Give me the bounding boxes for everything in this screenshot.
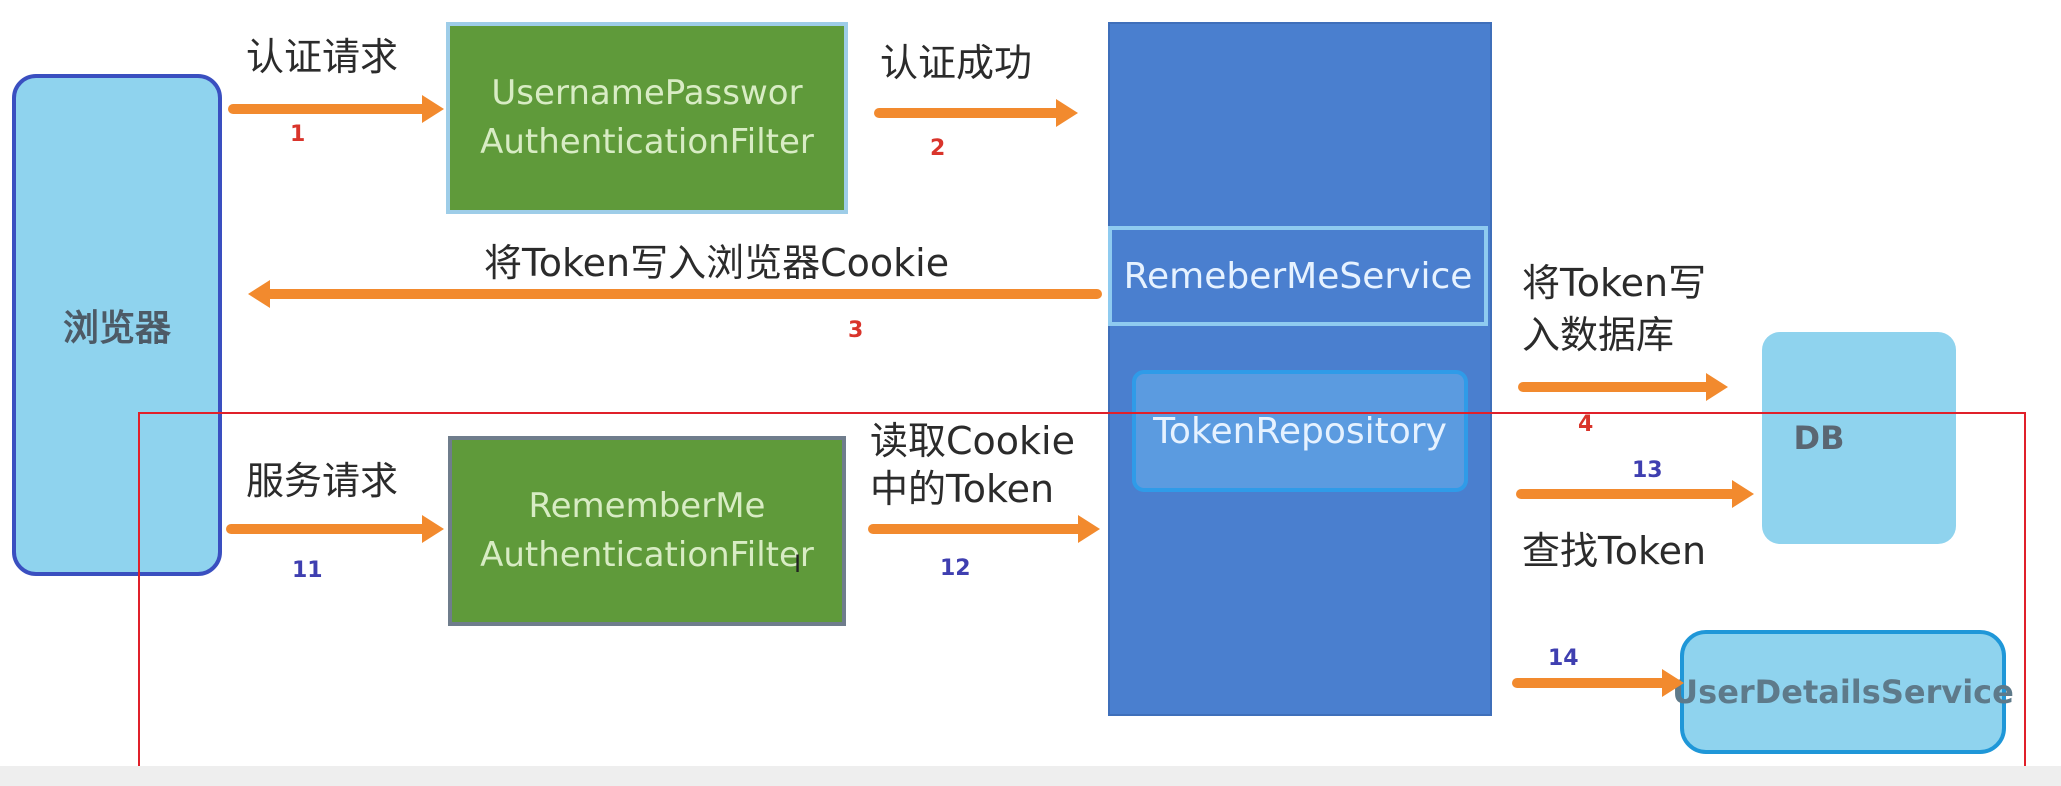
auth-request-label: 认证请求 [246, 35, 399, 79]
arrow-user-details [1512, 669, 1684, 697]
service-column [1108, 22, 1492, 716]
text-cursor-icon: I [794, 550, 802, 578]
auth-success-label: 认证成功 [880, 41, 1033, 85]
user-details-service-node: UserDetailsService [1672, 630, 2014, 754]
arrow-auth-request [228, 95, 444, 123]
arrow-auth-success [874, 99, 1078, 127]
remember-me-service-label: RemeberMeService [1123, 255, 1473, 297]
arrow-read-cookie [868, 515, 1100, 543]
step-2: 2 [930, 136, 946, 161]
find-token-label: 查找Token [1522, 529, 1707, 573]
arrow-find-token [1516, 480, 1754, 508]
token-repository-node: TokenRepository [1132, 370, 1468, 492]
highlight-frame [138, 412, 2026, 772]
arrow-write-db [1518, 373, 1728, 401]
username-filter-line1: UsernamePasswor [491, 72, 803, 113]
read-cookie-label-line2: 中的Token [870, 467, 1055, 511]
read-cookie-label-line1: 读取Cookie [870, 419, 1075, 463]
step-11: 11 [292, 558, 323, 583]
rememberme-filter-node: RememberMe AuthenticationFilter [448, 436, 846, 626]
arrow-service-request [226, 515, 444, 543]
rememberme-filter-line2: AuthenticationFilter [480, 535, 814, 575]
step-3: 3 [848, 318, 864, 343]
user-details-service-label: UserDetailsService [1672, 673, 2014, 711]
step-12: 12 [940, 556, 971, 581]
write-db-label-line2: 入数据库 [1522, 313, 1675, 357]
write-cookie-label: 将Token写入浏览器Cookie [484, 241, 950, 285]
token-repository-label: TokenRepository [1153, 410, 1447, 452]
db-label: DB [1793, 419, 1845, 457]
remember-me-service-node: RemeberMeService [1108, 226, 1488, 326]
write-db-label-line1: 将Token写 [1522, 261, 1707, 305]
browser-node: 浏览器 [12, 74, 222, 576]
arrow-write-cookie [248, 280, 1102, 308]
username-password-filter-node: UsernamePasswor AuthenticationFilter [446, 22, 848, 214]
username-filter-line2: AuthenticationFilter [480, 122, 814, 162]
rememberme-filter-line1: RememberMe [528, 485, 766, 526]
browser-label: 浏览器 [62, 308, 171, 349]
step-1: 1 [290, 122, 306, 147]
step-4: 4 [1578, 412, 1594, 437]
service-request-label: 服务请求 [246, 459, 399, 503]
step-14: 14 [1548, 646, 1579, 671]
step-13: 13 [1632, 458, 1663, 483]
bottom-strip [0, 766, 2061, 786]
db-node: DB [1762, 332, 1956, 544]
